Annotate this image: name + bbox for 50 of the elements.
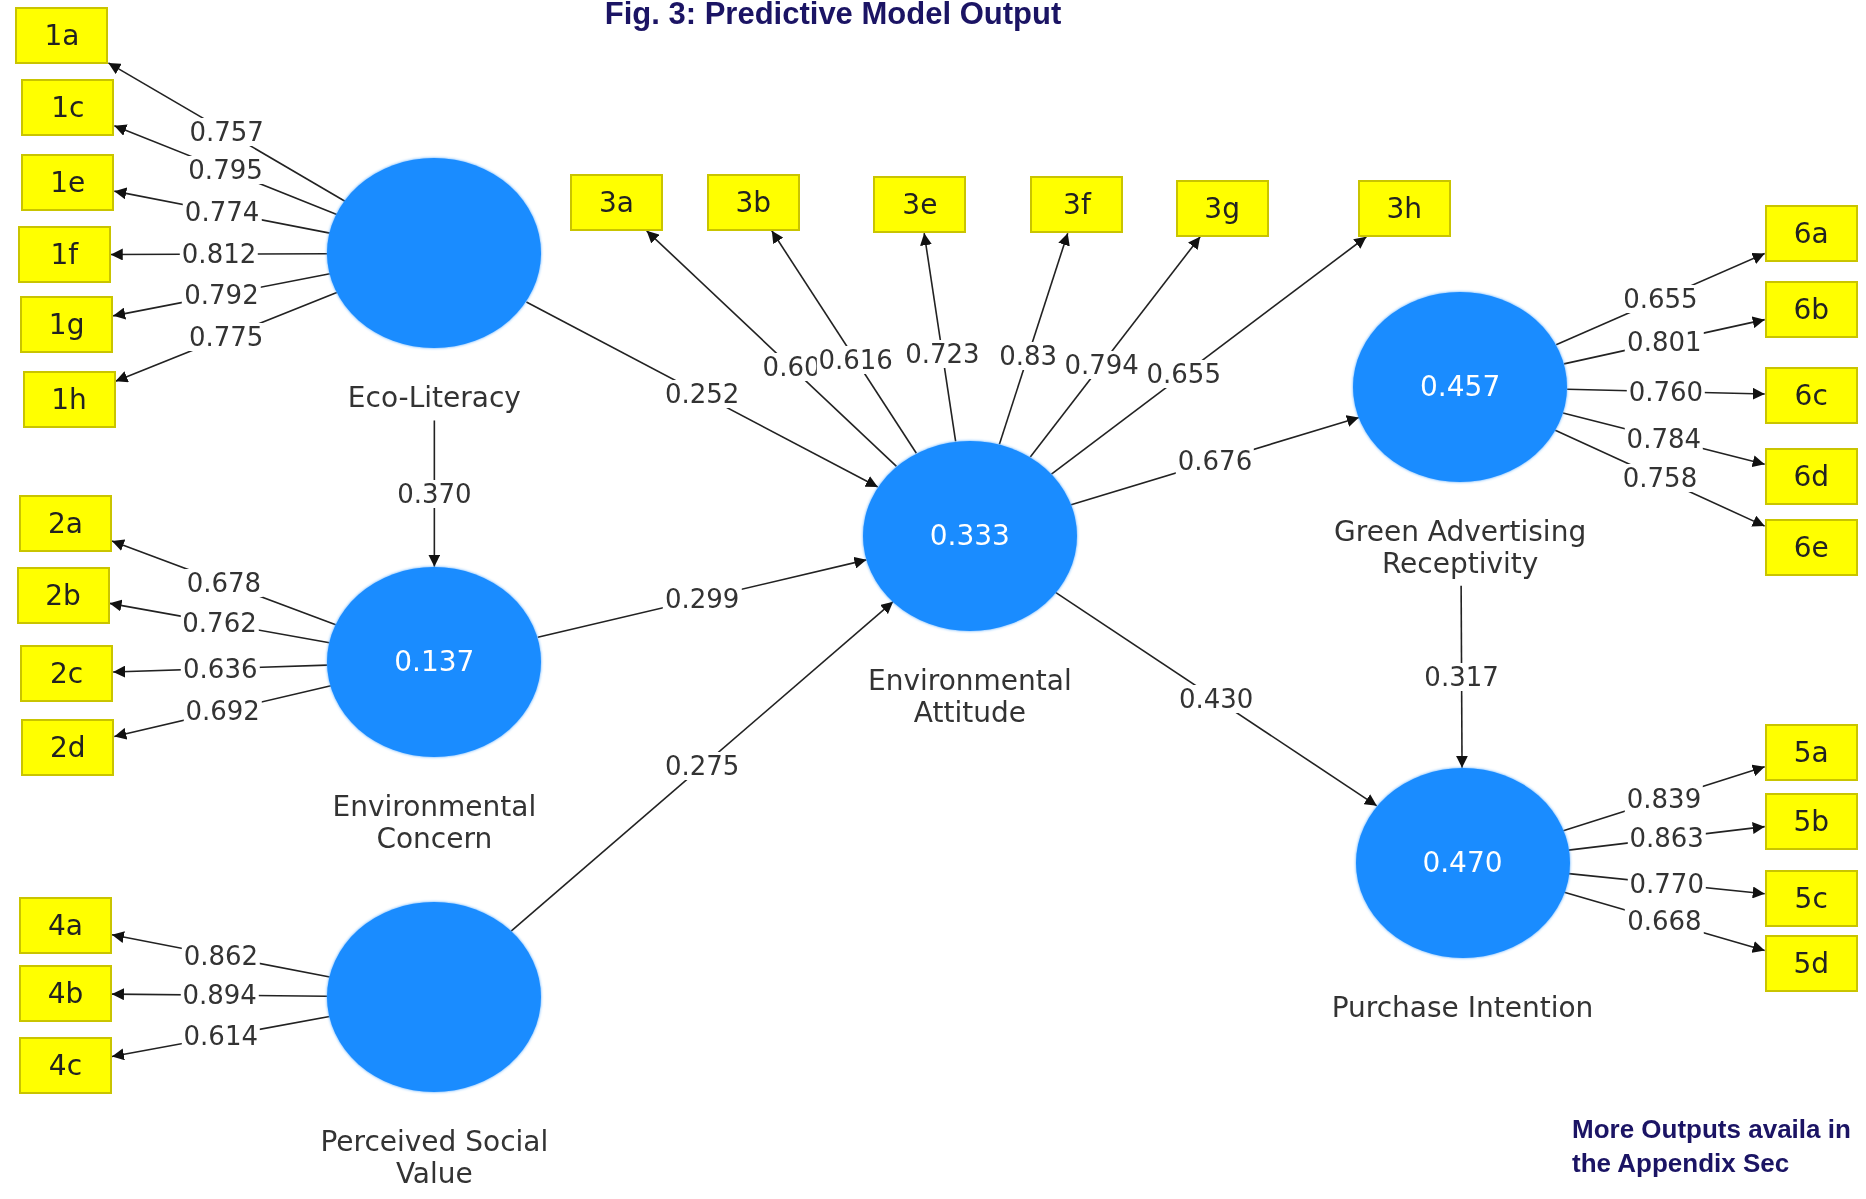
indicator-box: 3e xyxy=(873,176,967,234)
indicator-box: 5a xyxy=(1764,723,1858,781)
indicator-box: 3a xyxy=(569,173,663,231)
note: More Outputs availa in the Appendix Sec xyxy=(1572,1113,1852,1180)
indicator-box: 4c xyxy=(18,1036,112,1094)
indicator-box: 5d xyxy=(1764,935,1858,993)
r-squared-value: 0.137 xyxy=(394,645,475,679)
indicator-box: 5c xyxy=(1764,869,1858,927)
indicator-box: 6e xyxy=(1764,518,1858,576)
indicator-box: 3g xyxy=(1175,179,1269,237)
arrow xyxy=(1054,591,1378,807)
construct-name: Purchase Intention xyxy=(1330,991,1595,1024)
edge-label: 0.678 xyxy=(184,568,264,597)
indicator-box: 2c xyxy=(20,645,114,703)
indicator-box: 3b xyxy=(706,173,800,231)
figure-title: Fig. 3: Predictive Model Output xyxy=(603,0,1063,32)
indicator-box: 4b xyxy=(18,965,112,1023)
indicator-box: 1f xyxy=(17,226,111,284)
edge-label: 0.839 xyxy=(1624,784,1704,813)
indicator-box: 1c xyxy=(21,78,115,136)
arrow xyxy=(1050,235,1368,475)
edge-label: 0.676 xyxy=(1175,447,1255,476)
indicator-box: 5b xyxy=(1764,792,1858,850)
indicator-box: 3h xyxy=(1357,179,1451,237)
indicator-box: 6a xyxy=(1764,204,1858,262)
r-squared-value: 0.470 xyxy=(1422,846,1503,880)
construct-name: Environmental Attitude xyxy=(866,664,1073,729)
indicator-box: 3f xyxy=(1030,176,1124,234)
indicator-box: 6d xyxy=(1764,447,1858,505)
arrow xyxy=(510,600,894,932)
indicator-box: 1g xyxy=(20,296,114,354)
indicator-box: 4a xyxy=(18,897,112,955)
indicator-box: 2a xyxy=(18,495,112,553)
construct-name: Environmental Concern xyxy=(331,790,538,855)
indicator-box: 1e xyxy=(21,153,115,211)
construct-name: Eco-Literacy xyxy=(346,382,522,415)
indicator-box: 6b xyxy=(1764,280,1858,338)
construct-name: Green Advertising Receptivity xyxy=(1333,515,1588,580)
indicator-box: 1h xyxy=(22,371,116,429)
r-squared-value: 0.457 xyxy=(1420,370,1501,404)
edge-label: 0.775 xyxy=(186,322,266,351)
indicator-box: 2d xyxy=(21,718,115,776)
construct-name: Perceived Social Value xyxy=(319,1126,550,1191)
r-squared-value: 0.333 xyxy=(929,519,1010,552)
edge-label: 0.668 xyxy=(1625,907,1704,936)
arrow xyxy=(645,230,898,468)
indicator-box: 6c xyxy=(1764,366,1858,424)
edge-label: 0.795 xyxy=(186,156,265,185)
indicator-box: 2b xyxy=(16,566,110,624)
indicator-box: 1a xyxy=(15,7,109,65)
